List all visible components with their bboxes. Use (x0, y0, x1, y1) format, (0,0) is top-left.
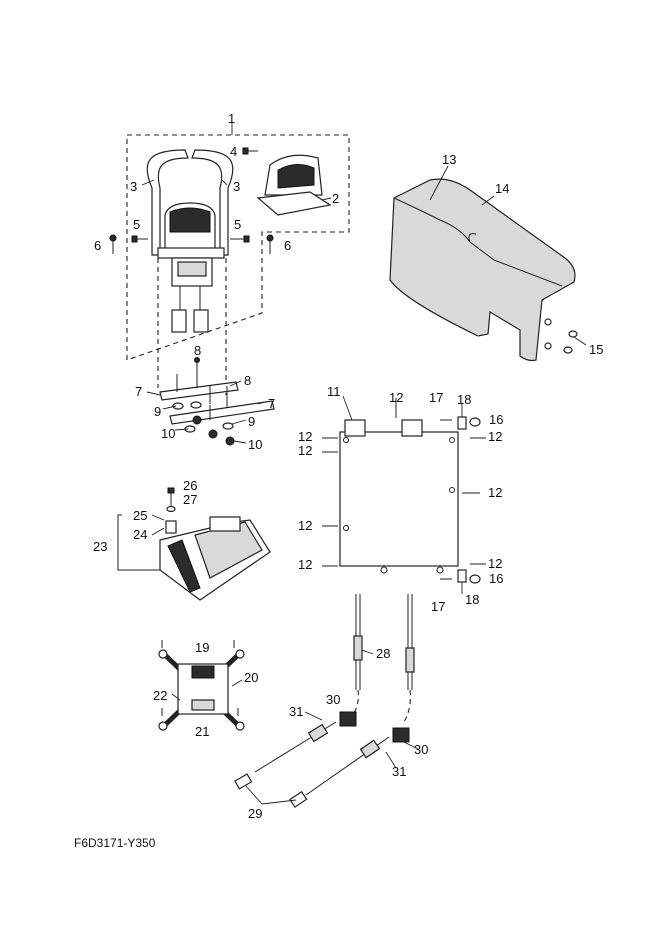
wire-harness (234, 594, 419, 808)
mounting-bracket-set (146, 357, 275, 446)
callout-11: 11 (327, 384, 341, 399)
callout-25: 25 (133, 508, 147, 523)
callout-3a: 3 (130, 179, 137, 194)
callout-17b: 17 (431, 599, 445, 614)
callout-8b: 8 (244, 373, 251, 388)
callout-15: 15 (589, 342, 603, 357)
callout-12c: 12 (298, 443, 312, 458)
callout-22: 22 (153, 688, 167, 703)
callout-28: 28 (376, 646, 390, 661)
diagram-code: F6D3171-Y350 (74, 836, 156, 850)
callout-8a: 8 (194, 343, 201, 358)
callout-17a: 17 (429, 390, 443, 405)
callout-30a: 30 (326, 692, 340, 707)
callout-12f: 12 (298, 518, 312, 533)
callout-13: 13 (442, 152, 456, 167)
callout-12d: 12 (488, 429, 502, 444)
callout-23: 23 (93, 539, 107, 554)
remote-control-assembly (109, 122, 350, 395)
callout-3b: 3 (233, 179, 240, 194)
cover-13-14 (389, 165, 587, 362)
callout-19: 19 (195, 640, 209, 655)
callout-29: 29 (248, 806, 262, 821)
callout-5b: 5 (234, 217, 241, 232)
callout-24: 24 (133, 527, 147, 542)
switch-module (117, 487, 271, 601)
callout-7b: 7 (268, 396, 275, 411)
callout-2: 2 (332, 191, 339, 206)
callout-12h: 12 (488, 556, 502, 571)
callout-18a: 18 (457, 392, 471, 407)
callout-12e: 12 (488, 485, 502, 500)
callout-12g: 12 (298, 557, 312, 572)
callout-9a: 9 (154, 404, 161, 419)
callout-27: 27 (183, 492, 197, 507)
control-unit (322, 395, 486, 594)
callout-12a: 12 (389, 390, 403, 405)
callout-31a: 31 (289, 704, 303, 719)
callout-6a: 6 (94, 238, 101, 253)
callout-6b: 6 (284, 238, 291, 253)
callout-5a: 5 (133, 217, 140, 232)
stand-frame (158, 640, 245, 731)
callout-26: 26 (183, 478, 197, 493)
callout-12b: 12 (298, 429, 312, 444)
callout-labels: 1 2 3 3 4 5 5 6 6 7 7 8 8 9 9 10 10 11 1… (93, 111, 603, 821)
callout-7a: 7 (135, 384, 142, 399)
callout-21: 21 (195, 724, 209, 739)
callout-16a: 16 (489, 412, 503, 427)
callout-30b: 30 (414, 742, 428, 757)
callout-1: 1 (228, 111, 235, 126)
callout-14: 14 (495, 181, 509, 196)
callout-18b: 18 (465, 592, 479, 607)
callout-10b: 10 (248, 437, 262, 452)
callout-31b: 31 (392, 764, 406, 779)
callout-9b: 9 (248, 414, 255, 429)
callout-4: 4 (230, 144, 237, 159)
callout-20: 20 (244, 670, 258, 685)
callout-16b: 16 (489, 571, 503, 586)
callout-10a: 10 (161, 426, 175, 441)
